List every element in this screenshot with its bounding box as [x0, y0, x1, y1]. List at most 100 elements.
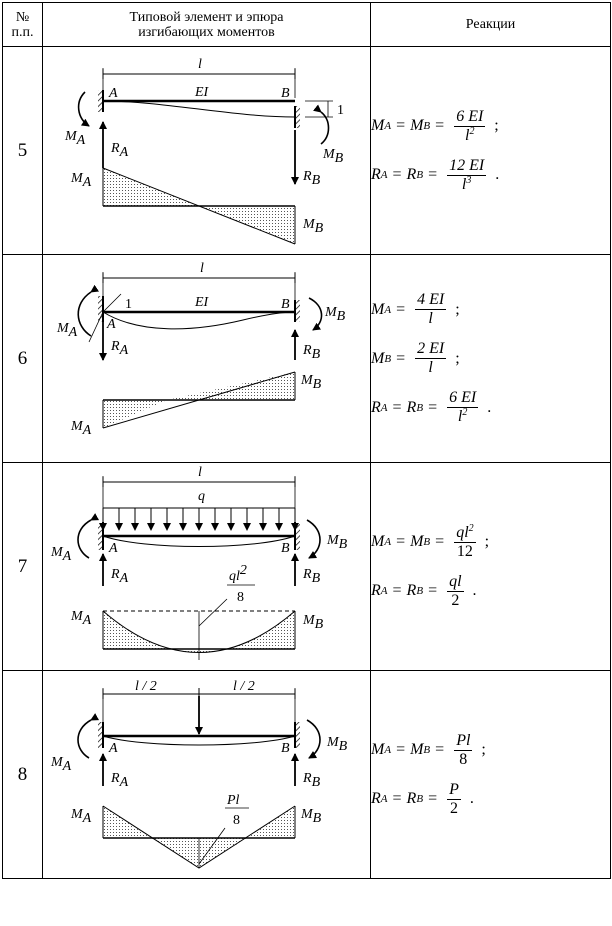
load-label: q [198, 489, 205, 504]
peak-leader [198, 598, 228, 626]
row-number: 7 [2, 462, 43, 671]
beam-figure: l 1 A EI B MA RA MB RB [42, 254, 371, 463]
fixed-support-left [98, 523, 103, 550]
beam-reactions-table: № п.п. Типовой элемент и эпюра изгибающи… [2, 2, 611, 879]
peak-label-denominator: 8 [233, 813, 240, 828]
header-reactions: Реакции [370, 2, 611, 47]
diagram-ma-label: MA [70, 171, 92, 190]
beam-figure: l / 2 l / 2 A B MA RA MB RB [42, 670, 371, 879]
header-number-line1: № [15, 9, 30, 25]
table-row: 6 l 1 A EI B MA [2, 254, 611, 463]
peak-label-numerator: ql2 [229, 563, 247, 584]
header-row: № п.п. Типовой элемент и эпюра изгибающи… [2, 2, 611, 47]
diagram-ma-label: MA [70, 419, 92, 438]
reaction-a-label: RA [110, 567, 129, 586]
rotation-label: 1 [125, 297, 132, 312]
fixed-support-right [295, 299, 300, 322]
point-b-label: B [281, 297, 290, 312]
header-element: Типовой элемент и эпюра изгибающих момен… [42, 2, 371, 47]
half-span-label-left: l / 2 [135, 679, 157, 694]
row-number: 6 [2, 254, 43, 463]
fixed-support-left [98, 721, 103, 748]
moment-a-label: MA [64, 129, 86, 148]
span-label: l [198, 57, 202, 72]
moment-b-label: MB [326, 735, 348, 754]
point-a-label: A [108, 86, 118, 101]
stiffness-label: EI [194, 85, 210, 100]
reaction-a-label: RA [110, 771, 129, 790]
moment-arrow-a [77, 712, 100, 759]
diagram-mb-label: MB [300, 807, 322, 826]
reaction-b-label: RB [302, 169, 321, 188]
beam-figure: l A EI B 1 MA RA MB [42, 46, 371, 255]
reaction-b-label: RB [302, 771, 321, 790]
table-row: 8 l / 2 l / 2 A B MA RA [2, 670, 611, 879]
rotation-line [102, 293, 122, 312]
moment-diagram-positive [167, 371, 295, 400]
diagram-ma-label: MA [70, 609, 92, 628]
beam-diagram-5: l A EI B 1 MA RA MB [64, 57, 344, 244]
moment-b-label: MB [322, 147, 344, 166]
deflection-curve [102, 535, 296, 547]
row-number: 8 [2, 670, 43, 879]
diagram-mb-label: MB [300, 373, 322, 392]
half-span-label-right: l / 2 [233, 679, 255, 694]
beam-diagram-6: l 1 A EI B MA RA MB RB [56, 261, 346, 438]
header-element-line1: Типовой элемент и эпюра [129, 9, 284, 25]
displacement-label: 1 [337, 103, 344, 118]
reaction-b-label: RB [302, 343, 321, 362]
moment-arrow-b [308, 296, 323, 331]
moment-arrow-b [306, 518, 321, 559]
deflection-curve [102, 100, 296, 117]
peak-label-denominator: 8 [237, 590, 244, 605]
header-number-line2: п.п. [11, 24, 34, 40]
moment-arrow-b [313, 104, 330, 145]
span-label: l [198, 465, 202, 480]
diagram-ma-label: MA [70, 807, 92, 826]
deflection-curve [102, 311, 296, 329]
moment-arrow-a [77, 512, 100, 559]
fixed-support-left [98, 295, 103, 322]
stiffness-label: EI [194, 295, 210, 310]
reaction-a-label: RA [110, 339, 129, 358]
point-a-label: A [108, 541, 118, 556]
table-row: 7 l q A B MA RA [2, 462, 611, 671]
beam-diagram-8: l / 2 l / 2 A B MA RA MB RB [50, 679, 348, 869]
moment-diagram-negative [103, 399, 167, 428]
point-a-label: A [108, 741, 118, 756]
moment-a-label: MA [56, 321, 78, 340]
peak-leader [198, 827, 226, 864]
point-b-label: B [281, 541, 290, 556]
distributed-load-arrows [99, 507, 299, 531]
point-b-label: B [281, 86, 290, 101]
moment-b-label: MB [326, 533, 348, 552]
fixed-support-right [295, 523, 300, 550]
row-number: 5 [2, 46, 43, 255]
fixed-support-right [295, 105, 300, 128]
moment-a-label: MA [50, 755, 72, 774]
beam-diagram-7: l q A B MA RA MB RB [50, 465, 348, 660]
table-row: 5 l A EI B 1 M [2, 46, 611, 255]
rotation-line [88, 311, 104, 342]
moment-arrow-a [77, 90, 90, 127]
diagram-mb-label: MB [302, 217, 324, 236]
diagram-mb-label: MB [302, 613, 324, 632]
point-a-label: A [106, 317, 116, 332]
moment-a-label: MA [50, 545, 72, 564]
point-b-label: B [281, 741, 290, 756]
header-number: № п.п. [2, 2, 43, 47]
beam-figure: l q A B MA RA MB RB [42, 462, 371, 671]
deflection-curve [102, 735, 296, 745]
reaction-b-label: RB [302, 567, 321, 586]
